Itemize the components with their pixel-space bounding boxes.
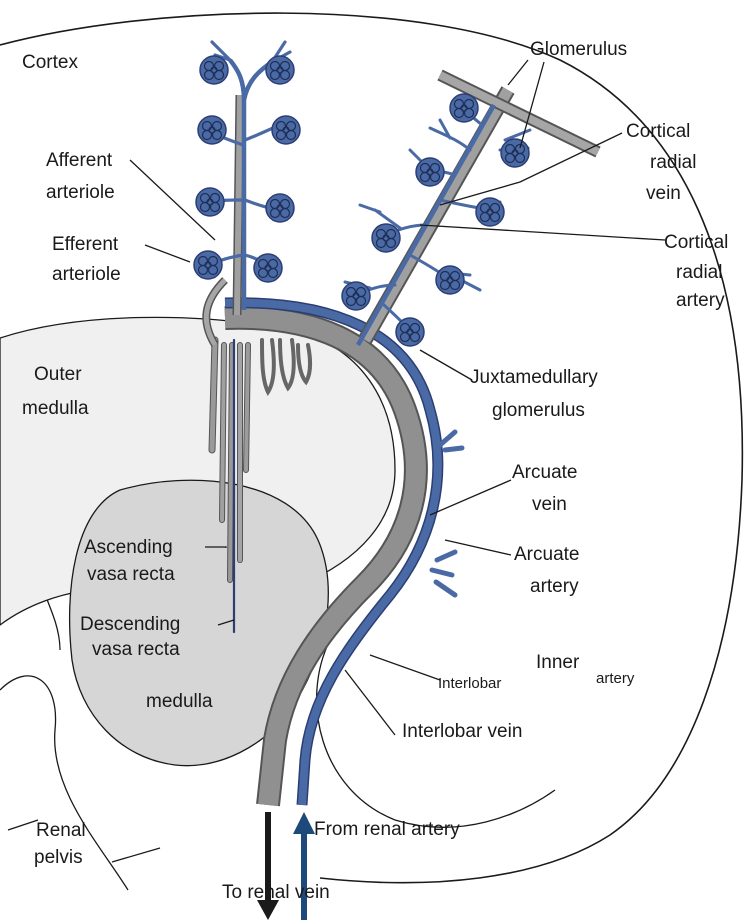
label-afferent-arteriole-2: arteriole: [46, 182, 115, 203]
glomerulus-icon: [476, 198, 504, 226]
label-efferent-arteriole-1: Efferent: [52, 234, 119, 255]
label-outer-medulla-2: medulla: [22, 398, 89, 419]
label-juxtamedullary-2: glomerulus: [492, 400, 585, 421]
label-renal-pelvis-1: Renal: [36, 820, 86, 841]
glomerulus-icon: [266, 194, 294, 222]
glomerulus-icon: [416, 158, 444, 186]
label-cortical-radial-artery-1: Cortical: [664, 232, 728, 253]
glomerulus-icon: [396, 318, 424, 346]
label-cortex: Cortex: [22, 52, 78, 73]
label-medulla: medulla: [146, 691, 213, 712]
label-juxtamedullary-1: Juxtamedullary: [470, 367, 598, 388]
label-interlobar-artery-1: Interlobar: [438, 675, 501, 692]
label-descending-vasa-recta-2: vasa recta: [92, 639, 180, 660]
label-interlobar-vein: Interlobar vein: [402, 721, 522, 742]
glomerulus-icon: [342, 282, 370, 310]
label-outer-medulla-1: Outer: [34, 364, 82, 385]
glomerulus-icon: [198, 116, 226, 144]
glomerulus-icon: [266, 56, 294, 84]
label-cortical-radial-artery-3: artery: [676, 290, 725, 311]
label-cortical-radial-vein-3: vein: [646, 183, 681, 204]
label-to-renal-vein: To renal vein: [222, 882, 330, 903]
renal-pelvis-tick: [112, 848, 160, 862]
label-descending-vasa-recta-1: Descending: [80, 614, 180, 635]
label-arcuate-artery-2: artery: [530, 576, 579, 597]
from-renal-artery-arrowhead: [293, 812, 315, 834]
label-cortical-radial-vein-1: Cortical: [626, 121, 690, 142]
label-cortical-radial-vein-2: radial: [650, 152, 696, 173]
glomerulus-icon: [194, 251, 222, 279]
label-efferent-arteriole-2: arteriole: [52, 264, 121, 285]
label-afferent-arteriole-1: Afferent: [46, 150, 113, 171]
label-glomerulus: Glomerulus: [530, 39, 627, 60]
glomerulus-icon: [450, 94, 478, 122]
label-arcuate-vein-1: Arcuate: [512, 462, 577, 483]
to-renal-vein-arrowhead: [257, 900, 279, 920]
label-ascending-vasa-recta-1: Ascending: [84, 537, 173, 558]
label-inner: Inner: [536, 652, 580, 673]
glomerulus-icon: [436, 266, 464, 294]
label-ascending-vasa-recta-2: vasa recta: [87, 564, 175, 585]
label-arcuate-vein-2: vein: [532, 494, 567, 515]
glomerulus-icon: [200, 56, 228, 84]
glomerulus-icon: [272, 116, 300, 144]
label-arcuate-artery-1: Arcuate: [514, 544, 579, 565]
label-from-renal-artery: From renal artery: [314, 819, 460, 840]
label-renal-pelvis-2: pelvis: [34, 847, 83, 868]
glomerulus-icon: [372, 224, 400, 252]
glomerulus-icon: [501, 139, 529, 167]
label-interlobar-artery-2: artery: [596, 670, 635, 687]
label-cortical-radial-artery-2: radial: [676, 262, 722, 283]
glomerulus-icon: [196, 188, 224, 216]
renal-pelvis-tick: [8, 820, 38, 830]
glomerulus-icon: [254, 254, 282, 282]
